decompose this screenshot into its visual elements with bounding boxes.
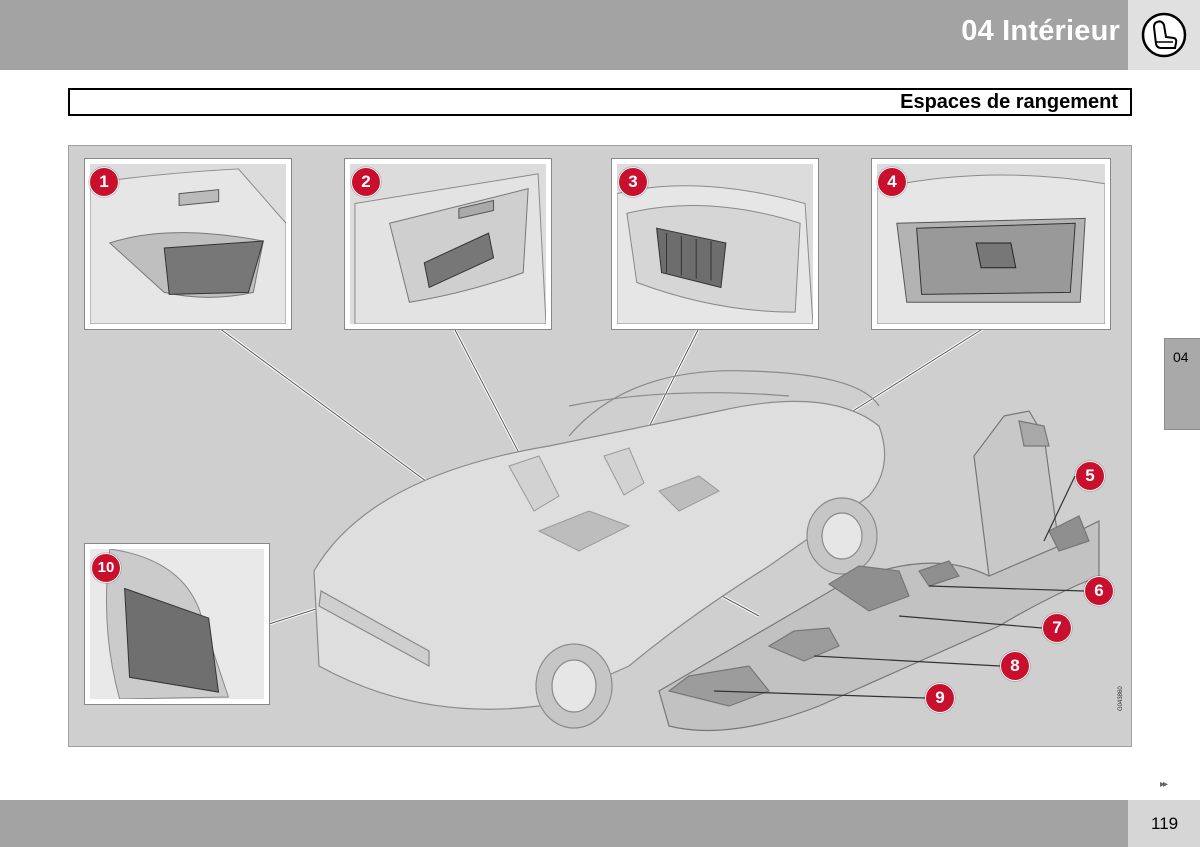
page-number: 119 xyxy=(1151,814,1179,833)
callout-10: 10 xyxy=(91,553,121,583)
callout-8: 8 xyxy=(1000,651,1030,681)
chapter-title: 04 Intérieur xyxy=(961,15,1120,47)
inset-door-pocket xyxy=(84,158,292,330)
callout-5: 5 xyxy=(1075,461,1105,491)
callout-9: 9 xyxy=(925,683,955,713)
side-tab-label: 04 xyxy=(1173,349,1189,365)
page-number-box xyxy=(1128,800,1200,847)
inset-front-door xyxy=(344,158,552,330)
chapter-side-tab[interactable]: 04 xyxy=(1164,338,1200,430)
callout-3: 3 xyxy=(618,167,648,197)
section-bar: Espaces de rangement xyxy=(68,88,1132,116)
callout-2: 2 xyxy=(351,167,381,197)
figure-code: G043860 xyxy=(1118,686,1124,711)
section-title: Espaces de rangement xyxy=(900,91,1118,113)
seat-icon xyxy=(1141,12,1187,58)
callout-4: 4 xyxy=(877,167,907,197)
header-bar xyxy=(0,0,1128,70)
double-arrow-right-icon[interactable]: ▸▸ xyxy=(1160,779,1168,790)
footer-bar xyxy=(0,800,1128,847)
callout-1: 1 xyxy=(89,167,119,197)
storage-illustration: 1 2 3 4 5 6 7 8 9 10 G043860 xyxy=(68,145,1132,747)
inset-glovebox xyxy=(871,158,1111,330)
callout-6: 6 xyxy=(1084,576,1114,606)
callout-7: 7 xyxy=(1042,613,1072,643)
inset-seat-pocket xyxy=(611,158,819,330)
